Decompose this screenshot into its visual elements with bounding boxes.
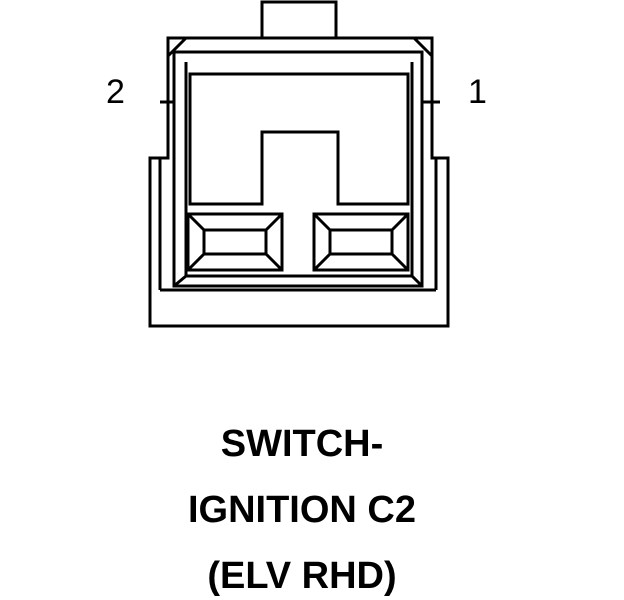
connector-bevel-tl: [166, 36, 188, 58]
pin-label-1: 1: [468, 73, 487, 111]
connector-lock-tab: [260, 0, 338, 40]
connector-bevel-tr: [412, 36, 434, 58]
terminal-cavity-pin-1: [312, 212, 410, 272]
connector-face: [148, 0, 450, 328]
connector-bevel-bl: [173, 274, 187, 288]
caption-line-3: (ELV RHD): [207, 555, 396, 597]
connector-inner-rim: [172, 50, 424, 288]
caption-line-1: SWITCH-: [221, 423, 384, 465]
caption-line-2: IGNITION C2: [188, 489, 416, 531]
connector-bevel-br: [410, 274, 424, 288]
terminal-cavity-pin-2: [186, 212, 284, 272]
connector-keying-shape: [188, 72, 410, 206]
pin-label-2: 2: [106, 73, 125, 111]
connector-outer-housing: [148, 36, 450, 328]
connector-inner-wall: [184, 62, 414, 278]
